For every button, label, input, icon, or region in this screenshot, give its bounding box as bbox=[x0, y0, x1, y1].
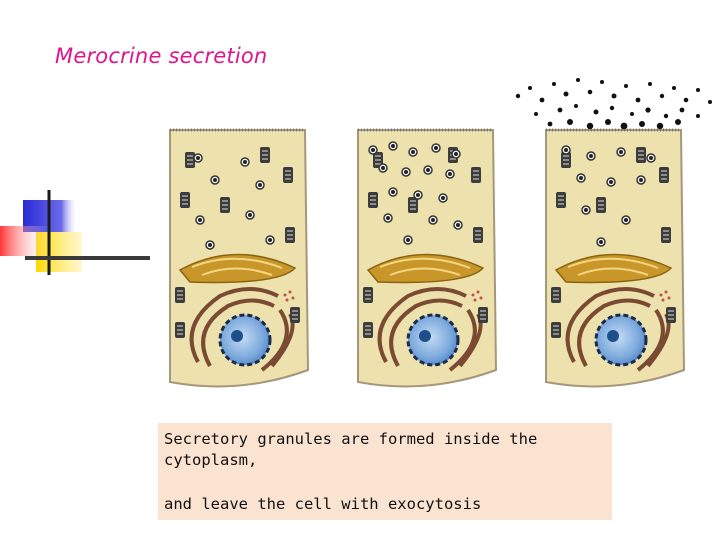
cell-3 bbox=[546, 130, 684, 386]
cell-1 bbox=[170, 130, 308, 386]
cell-diagram bbox=[150, 78, 712, 400]
caption-line-2: cytoplasm, bbox=[164, 451, 258, 469]
decorative-squares bbox=[0, 190, 150, 275]
slide-title: Merocrine secretion bbox=[55, 44, 268, 68]
red-square bbox=[0, 226, 50, 256]
caption-line-3: and leave the cell with exocytosis bbox=[164, 495, 482, 513]
cell-2 bbox=[358, 130, 496, 386]
caption-box: Secretory granules are formed inside the… bbox=[158, 423, 612, 520]
released-granules bbox=[515, 78, 712, 130]
caption-line-1: Secretory granules are formed inside the bbox=[164, 430, 538, 448]
